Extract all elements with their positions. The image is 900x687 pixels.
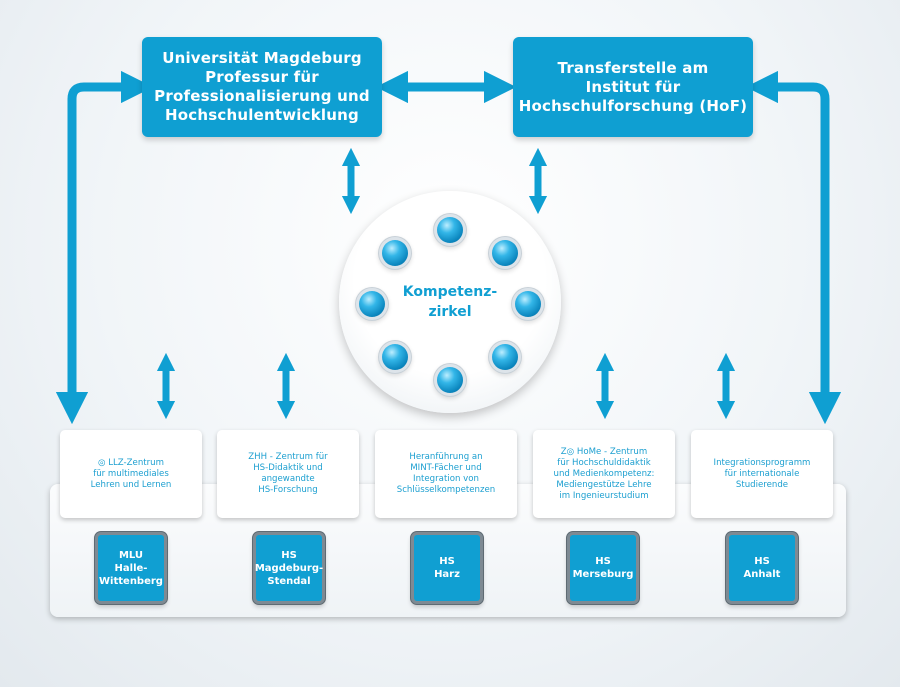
university-block-label: HS Magdeburg- Stendal <box>254 549 324 587</box>
institution-card-text: ◎ LLZ-Zentrum für multimediales Lehren u… <box>90 457 172 490</box>
arrow-left-loop <box>55 70 154 425</box>
competence-circle-label: Kompetenz- zirkel <box>402 284 498 320</box>
competence-circle: Kompetenz- zirkel <box>339 191 561 413</box>
institution-card-1: ◎ LLZ-Zentrum für multimediales Lehren u… <box>60 430 202 518</box>
institution-card-5: Integrationsprogramm für internationale … <box>691 430 833 518</box>
institution-card-3: Heranführung an MINT-Fächer und Integrat… <box>375 430 517 518</box>
institution-card-2: ZHH - Zentrum für HS-Didaktik und angewa… <box>217 430 359 518</box>
hof-transfer-label: Transferstelle am Institut für Hochschul… <box>518 58 748 115</box>
circle-node-1 <box>437 217 463 243</box>
institution-card-text: Heranführung an MINT-Fächer und Integrat… <box>396 452 496 495</box>
circle-node-6 <box>382 344 408 370</box>
university-block-label: MLU Halle- Wittenberg <box>99 549 163 587</box>
university-block-3: HS Harz <box>414 535 480 601</box>
institution-card-text: Z◎ HoMe - Zentrum für Hochschuldidaktik … <box>553 446 655 501</box>
university-block-label: HS Harz <box>434 556 460 580</box>
circle-node-4 <box>492 344 518 370</box>
institution-card-text: Integrationsprogramm für internationale … <box>713 457 811 490</box>
university-block-label: HS Merseburg <box>572 556 634 580</box>
university-block-1: MLU Halle- Wittenberg <box>98 535 164 601</box>
circle-node-3 <box>515 291 541 317</box>
circle-node-5 <box>437 367 463 393</box>
magdeburg-professorship-box: Universität Magdeburg Professur für Prof… <box>142 37 382 137</box>
university-block-2: HS Magdeburg- Stendal <box>254 535 324 601</box>
magdeburg-professorship-label: Universität Magdeburg Professur für Prof… <box>154 49 370 124</box>
university-block-4: HS Merseburg <box>570 535 636 601</box>
institution-card-4: Z◎ HoMe - Zentrum für Hochschuldidaktik … <box>533 430 675 518</box>
circle-node-2 <box>492 240 518 266</box>
circle-node-7 <box>359 291 385 317</box>
university-block-5: HS Anhalt <box>729 535 795 601</box>
hof-transfer-box: Transferstelle am Institut für Hochschul… <box>513 37 753 137</box>
university-block-label: HS Anhalt <box>743 556 781 580</box>
arrow-right-loop <box>745 70 842 425</box>
circle-node-8 <box>382 240 408 266</box>
institution-card-text: ZHH - Zentrum für HS-Didaktik und angewa… <box>248 452 328 495</box>
